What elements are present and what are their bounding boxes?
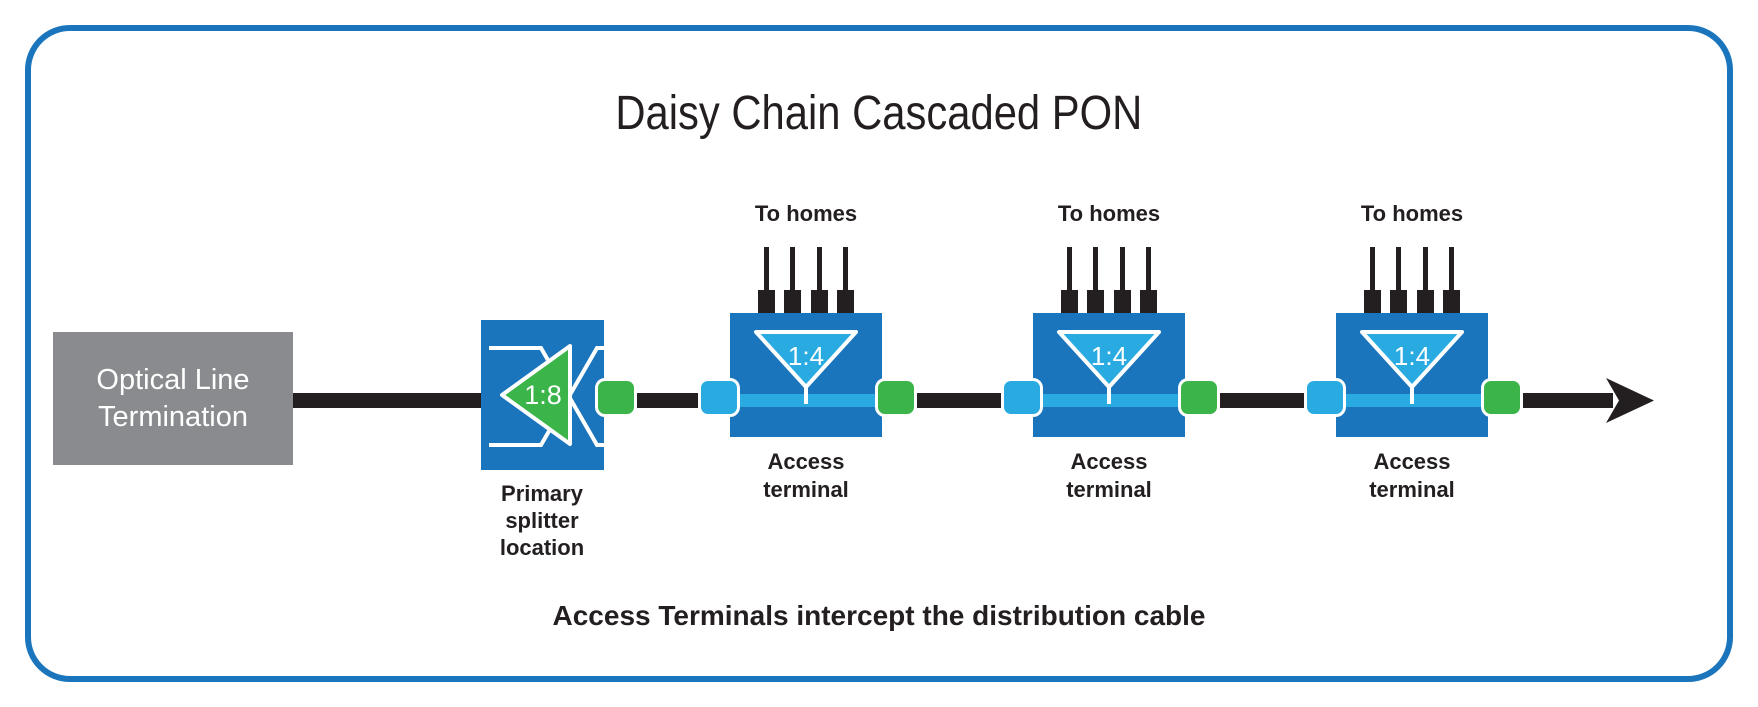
terminal-ratio-label: 1:4: [1091, 341, 1127, 371]
access-terminal: To homes 1:4 Access terminal: [1304, 0, 1523, 707]
drop-stub: [1114, 290, 1131, 314]
splitter-symbol-icon: 1:8: [489, 344, 604, 447]
splitter-ratio-label: 1:8: [524, 380, 562, 410]
access-terminal-label: Access terminal: [1009, 448, 1209, 504]
distribution-cable-segment: [293, 393, 483, 408]
diagram-title: Daisy Chain Cascaded PON: [0, 86, 1758, 141]
to-homes-label: To homes: [1057, 201, 1161, 226]
drop-stub: [837, 290, 854, 314]
drop-line: [1067, 247, 1072, 292]
green-connector: [1481, 378, 1523, 417]
green-connector: [595, 378, 637, 417]
drop-stub: [758, 290, 775, 314]
splitter-1-4-triangle-icon: 1:4: [1360, 330, 1464, 404]
olt-box: Optical Line Termination: [53, 332, 293, 465]
olt-label-line2: Termination: [98, 400, 248, 433]
splitter-label-line1: Primary: [501, 481, 583, 506]
access-terminal-label: Access terminal: [706, 448, 906, 504]
arrowhead-icon: [1606, 378, 1654, 423]
access-terminal-label-line2: terminal: [1066, 477, 1152, 502]
diagram-title-text: Daisy Chain Cascaded PON: [615, 87, 1143, 140]
drop-line: [1396, 247, 1401, 292]
drop-line: [1370, 247, 1375, 292]
access-terminal-label: Access terminal: [1312, 448, 1512, 504]
drop-line: [817, 247, 822, 292]
drop-stub: [784, 290, 801, 314]
distribution-cable-segment: [915, 393, 1005, 408]
drop-line: [1093, 247, 1098, 292]
figure-caption: Access Terminals intercept the distribut…: [552, 600, 1206, 631]
distribution-cable-segment: [1521, 393, 1613, 408]
drop-stub: [811, 290, 828, 314]
distribution-cable-segment: [633, 393, 703, 408]
access-terminal-label-line2: terminal: [763, 477, 849, 502]
access-terminal: To homes 1:4 Access terminal: [698, 0, 917, 707]
terminal-ratio-label: 1:4: [788, 341, 824, 371]
to-homes-label: To homes: [754, 201, 858, 226]
primary-splitter-box: 1:8: [481, 320, 604, 470]
drop-line: [843, 247, 848, 292]
cyan-connector: [1001, 378, 1043, 417]
access-terminal-label-line1: Access: [767, 449, 845, 474]
splitter-label-line3: location: [499, 535, 585, 560]
primary-splitter-label: Primary splitter location: [457, 480, 627, 561]
drop-line: [1423, 247, 1428, 292]
to-homes-label: To homes: [1360, 201, 1464, 226]
figure-border: [25, 25, 1733, 682]
splitter-1-8-triangle-icon: [500, 344, 572, 446]
access-terminal-label-line2: terminal: [1369, 477, 1455, 502]
drop-stub: [1140, 290, 1157, 314]
distribution-cable-segment: [1218, 393, 1308, 408]
access-terminal-label-line1: Access: [1373, 449, 1451, 474]
splitter-1-4-triangle-icon: 1:4: [754, 330, 858, 404]
splitter-label-line2: splitter: [505, 508, 579, 533]
drop-stub: [1061, 290, 1078, 314]
drop-line: [764, 247, 769, 292]
splitter-1-4-triangle-icon: 1:4: [1057, 330, 1161, 404]
cyan-connector: [1304, 378, 1346, 417]
drop-line: [1449, 247, 1454, 292]
drop-line: [1120, 247, 1125, 292]
drop-line: [1146, 247, 1151, 292]
terminal-ratio-label: 1:4: [1394, 341, 1430, 371]
drop-stub: [1390, 290, 1407, 314]
drop-stub: [1087, 290, 1104, 314]
green-connector: [875, 378, 917, 417]
drop-stub: [1443, 290, 1460, 314]
green-connector: [1178, 378, 1220, 417]
cyan-connector: [698, 378, 740, 417]
access-terminal: To homes 1:4 Access terminal: [1001, 0, 1220, 707]
drop-line: [790, 247, 795, 292]
access-terminal-label-line1: Access: [1070, 449, 1148, 474]
olt-label-line1: Optical Line: [96, 363, 250, 396]
drop-stub: [1417, 290, 1434, 314]
drop-stub: [1364, 290, 1381, 314]
